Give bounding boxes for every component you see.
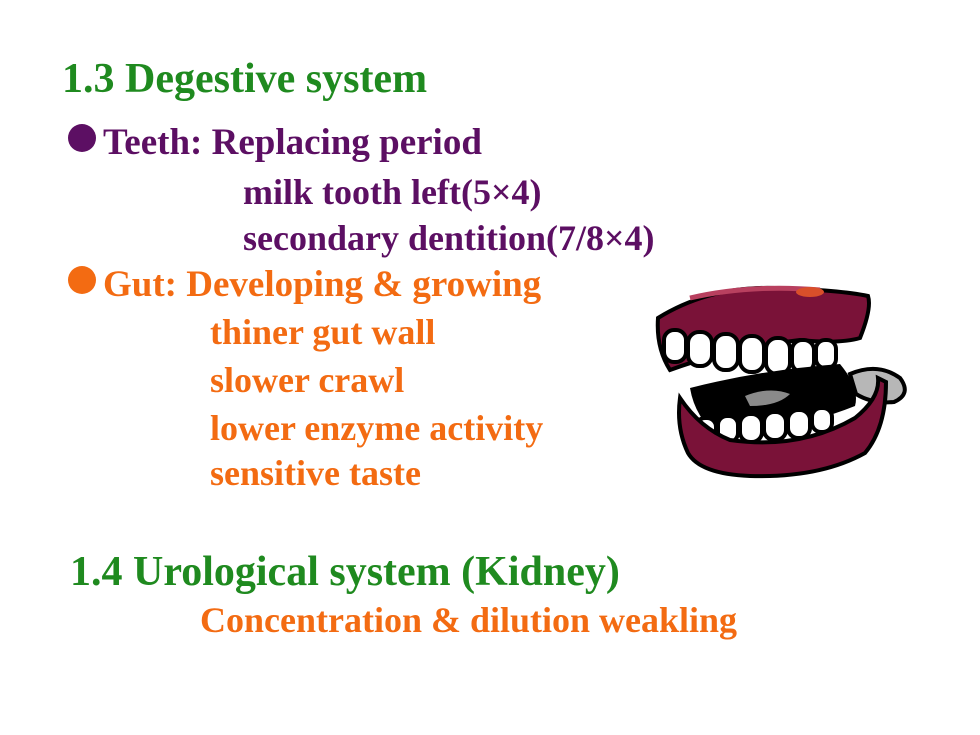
urological-line: Concentration & dilution weakling: [200, 600, 738, 640]
gut-heading: Gut: Developing & growing: [103, 264, 542, 305]
bullet-dot: [68, 124, 96, 152]
section-title-urological: 1.4 Urological system (Kidney): [70, 549, 620, 595]
section-title-digestive: 1.3 Degestive system: [62, 56, 428, 102]
teeth-line-2: secondary dentition(7/8×4): [243, 218, 655, 258]
gut-line-1: thiner gut wall: [210, 312, 436, 352]
teeth-line-1: milk tooth left(5×4): [243, 172, 542, 212]
bullet-dot: [68, 266, 96, 294]
gut-line-2: slower crawl: [210, 360, 405, 400]
gut-line-4: sensitive taste: [210, 453, 421, 493]
teeth-heading: Teeth: Replacing period: [103, 122, 482, 163]
chattering-teeth-icon: [655, 285, 907, 479]
gut-bullet: Gut: Developing & growing: [68, 266, 541, 303]
teeth-bullet: Teeth: Replacing period: [68, 124, 482, 161]
gut-line-3: lower enzyme activity: [210, 408, 544, 448]
